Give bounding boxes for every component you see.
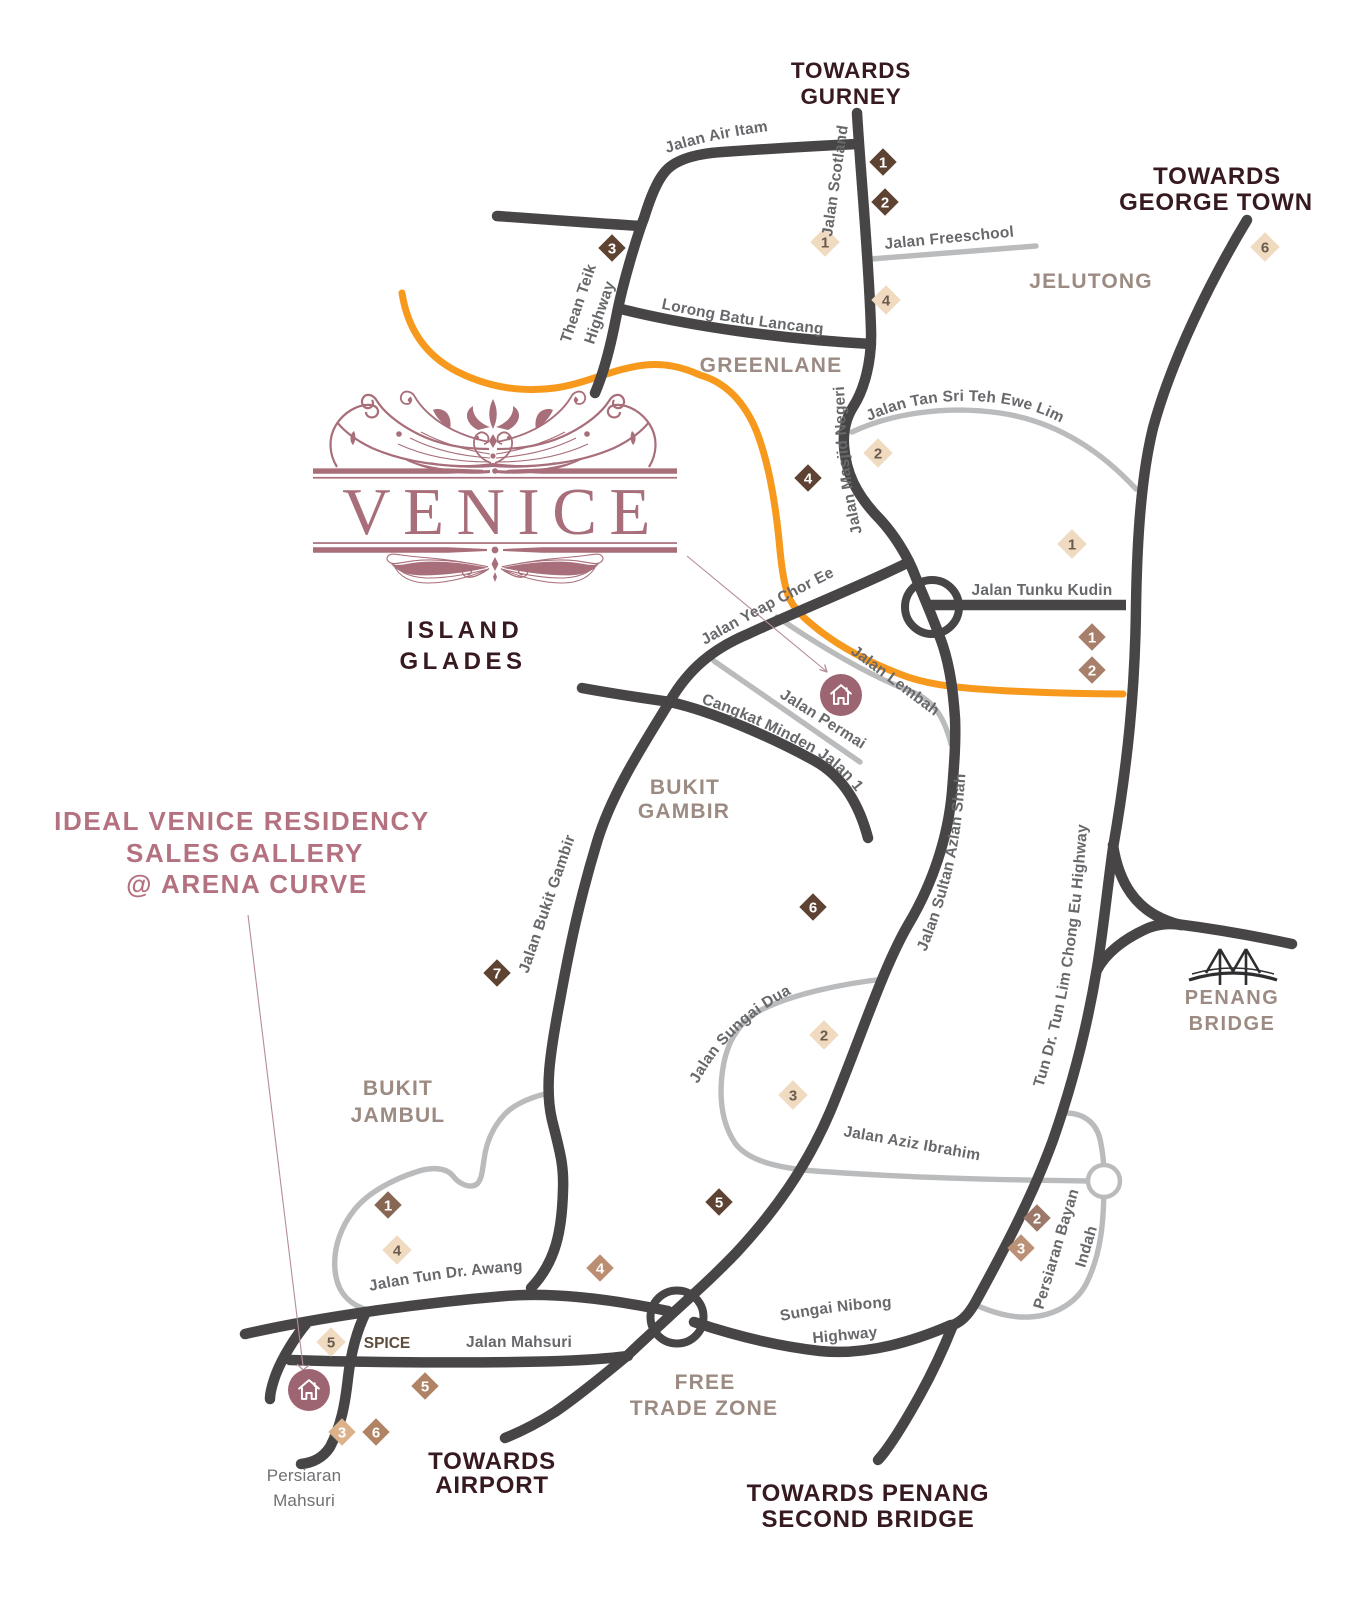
svg-text:TRADE ZONE: TRADE ZONE <box>630 1397 779 1420</box>
svg-text:IDEAL VENICE RESIDENCY: IDEAL VENICE RESIDENCY <box>54 806 430 836</box>
svg-text:6: 6 <box>372 1425 380 1442</box>
svg-text:Persiaran: Persiaran <box>267 1466 342 1485</box>
svg-text:2: 2 <box>881 195 889 212</box>
svg-text:3: 3 <box>1017 1241 1025 1258</box>
svg-text:Mahsuri: Mahsuri <box>273 1491 335 1510</box>
svg-text:5: 5 <box>327 1335 335 1352</box>
svg-text:GREENLANE: GREENLANE <box>700 354 843 377</box>
svg-text:1: 1 <box>384 1198 392 1215</box>
svg-text:3: 3 <box>338 1425 346 1442</box>
svg-text:SPICE: SPICE <box>364 1335 411 1352</box>
svg-text:Highway: Highway <box>812 1324 879 1347</box>
svg-text:6: 6 <box>1261 240 1269 257</box>
svg-text:JELUTONG: JELUTONG <box>1029 270 1153 293</box>
svg-text:AIRPORT: AIRPORT <box>435 1472 549 1499</box>
svg-text:3: 3 <box>789 1088 797 1105</box>
svg-text:SALES GALLERY: SALES GALLERY <box>126 838 364 868</box>
svg-text:1: 1 <box>821 235 829 252</box>
svg-text:5: 5 <box>421 1379 429 1396</box>
svg-text:4: 4 <box>882 293 891 310</box>
svg-text:5: 5 <box>715 1195 723 1212</box>
svg-text:7: 7 <box>493 966 501 983</box>
svg-text:4: 4 <box>393 1243 402 1260</box>
svg-text:6: 6 <box>809 900 817 917</box>
svg-text:1: 1 <box>1088 630 1096 647</box>
svg-text:Jalan Tunku Kudin: Jalan Tunku Kudin <box>972 582 1113 599</box>
svg-text:TOWARDS: TOWARDS <box>1153 163 1281 190</box>
svg-text:4: 4 <box>596 1261 605 1278</box>
svg-text:GEORGE TOWN: GEORGE TOWN <box>1119 189 1313 216</box>
svg-text:2: 2 <box>820 1028 828 1045</box>
svg-text:GURNEY: GURNEY <box>800 84 901 109</box>
svg-text:@ ARENA CURVE: @ ARENA CURVE <box>126 869 368 899</box>
svg-text:2: 2 <box>1033 1211 1041 1228</box>
svg-text:BUKIT: BUKIT <box>363 1077 433 1100</box>
svg-text:2: 2 <box>1088 663 1096 680</box>
svg-text:GLADES: GLADES <box>399 648 526 675</box>
svg-text:GAMBIR: GAMBIR <box>638 800 730 823</box>
svg-text:PENANG: PENANG <box>1185 987 1280 1009</box>
svg-text:TOWARDS: TOWARDS <box>428 1448 556 1475</box>
svg-text:1: 1 <box>1068 537 1076 554</box>
svg-text:JAMBUL: JAMBUL <box>351 1104 446 1127</box>
svg-text:TOWARDS: TOWARDS <box>791 58 911 83</box>
svg-text:FREE: FREE <box>675 1371 736 1394</box>
svg-text:BRIDGE: BRIDGE <box>1189 1013 1276 1035</box>
svg-text:TOWARDS PENANG: TOWARDS PENANG <box>747 1480 990 1507</box>
svg-text:VENICE: VENICE <box>342 475 663 549</box>
svg-text:1: 1 <box>879 155 887 172</box>
svg-text:SECOND BRIDGE: SECOND BRIDGE <box>761 1506 974 1533</box>
svg-text:3: 3 <box>608 241 616 258</box>
svg-text:ISLAND: ISLAND <box>407 617 523 644</box>
svg-text:2: 2 <box>874 446 882 463</box>
svg-text:BUKIT: BUKIT <box>650 776 720 799</box>
svg-text:4: 4 <box>804 471 813 488</box>
svg-text:Jalan Mahsuri: Jalan Mahsuri <box>466 1334 572 1351</box>
